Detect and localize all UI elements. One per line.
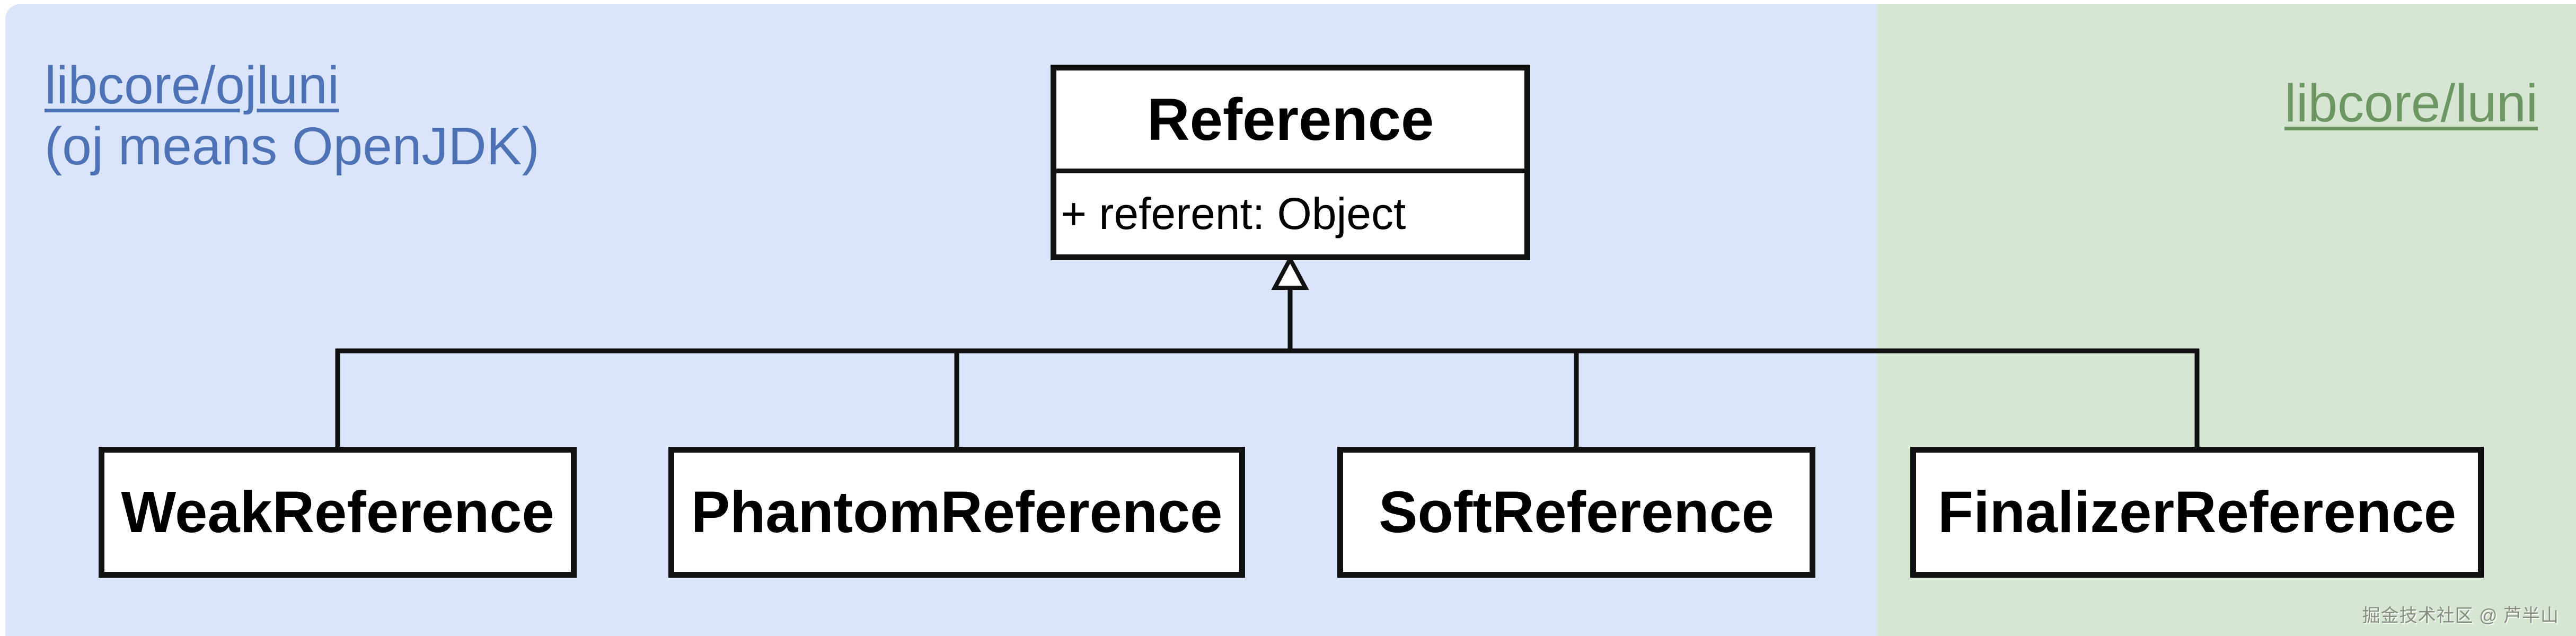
- class-box-phantomreference: PhantomReference: [668, 447, 1245, 578]
- generalization-arrow-icon: [1271, 254, 1309, 290]
- ojluni-annotation: libcore/ojluni (oj means OpenJDK): [45, 55, 540, 177]
- class-name: Reference: [1056, 70, 1524, 173]
- class-box-weakreference: WeakReference: [99, 447, 577, 578]
- class-box-finalizerreference: FinalizerReference: [1910, 447, 2484, 578]
- ojluni-note: (oj means OpenJDK): [45, 117, 540, 176]
- juejin-watermark: 掘金技术社区 @ 芦半山: [2362, 606, 2559, 626]
- class-box-softreference: SoftReference: [1337, 447, 1815, 578]
- luni-link[interactable]: libcore/luni: [2284, 74, 2538, 133]
- ojluni-link[interactable]: libcore/ojluni: [45, 56, 339, 115]
- class-attribute: + referent: Object: [1061, 189, 1406, 238]
- class-box-reference: Reference + referent: Object: [1051, 65, 1530, 260]
